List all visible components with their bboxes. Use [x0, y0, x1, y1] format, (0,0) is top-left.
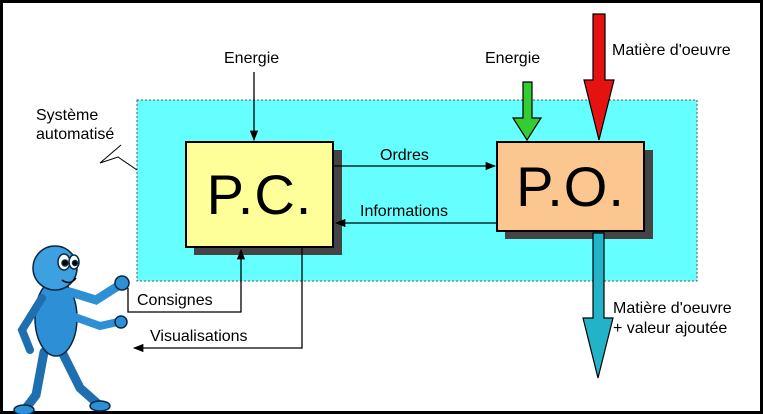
consignes-label: Consignes [137, 292, 213, 309]
po-label: P.O. [516, 155, 625, 218]
orders-label: Ordres [380, 147, 429, 164]
pc-label: P.C. [206, 163, 313, 226]
matter-out-label-line1: Matière d'oeuvre [613, 300, 732, 317]
system-label-line1: Système [36, 107, 99, 124]
pc-box [185, 141, 334, 248]
energy-pc-label: Energie [224, 50, 280, 67]
visualisations-label: Visualisations [150, 328, 248, 345]
visualisations-arrow [132, 248, 303, 353]
system-label-line2: automatisé [36, 126, 115, 143]
po-box [496, 141, 645, 232]
informations-label: Informations [360, 203, 449, 220]
consignes-arrow [127, 248, 246, 313]
energy-po-arrow [511, 81, 543, 142]
matter-out-arrow [582, 232, 614, 379]
system-label-pointer [99, 144, 138, 171]
energy-po-label: Energie [485, 50, 541, 67]
matter-in-arrow [583, 13, 615, 141]
matter-out-label-line2: + valeur ajoutée [613, 320, 728, 337]
operator-figure [13, 245, 130, 414]
matter-in-label: Matière d'oeuvre [612, 42, 731, 59]
